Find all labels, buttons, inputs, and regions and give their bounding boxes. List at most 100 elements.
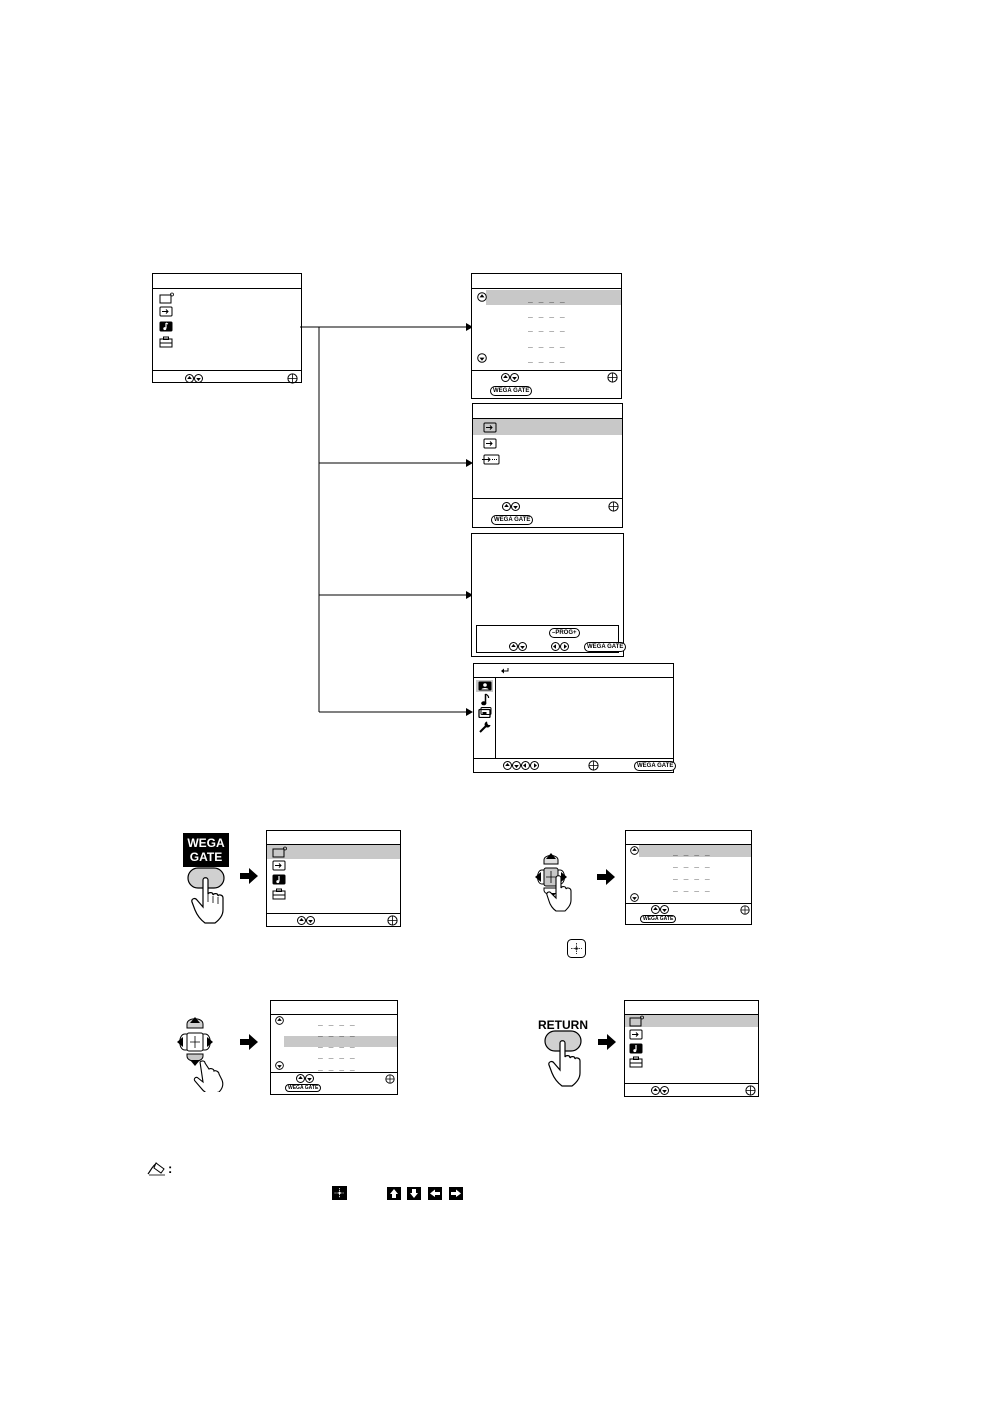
up-down-icon <box>185 374 203 383</box>
channel-value: _ _ _ _ <box>528 309 566 318</box>
channel-value: _ _ _ _ <box>673 847 711 856</box>
wrench-icon <box>479 721 491 733</box>
wega-gate-pill: WEGA GATE <box>491 515 534 525</box>
enter-icon <box>588 760 599 771</box>
input-icon <box>483 422 497 433</box>
wega-gate-pill: WEGA GATE <box>490 386 533 396</box>
left-arrow-icon <box>428 1187 442 1200</box>
wega-gate-pill: WEGA GATE <box>285 1084 322 1092</box>
note-colon: : <box>168 1161 173 1176</box>
channel-value: _ _ _ _ <box>673 859 711 868</box>
channel-value: _ _ _ _ <box>673 883 711 892</box>
tv-icon <box>159 292 174 304</box>
music-icon <box>272 874 286 885</box>
step-arrow <box>240 868 258 884</box>
music-icon <box>481 693 490 706</box>
wega-gate-pill: WEGA GATE <box>584 642 627 652</box>
external-input-screen: WEGA GATE <box>472 403 623 528</box>
step-arrow <box>598 1034 616 1050</box>
joystick-press-down[interactable] <box>167 1012 235 1092</box>
channel-value: _ _ _ _ <box>673 871 711 880</box>
wega-gate-pill: WEGA GATE <box>640 915 677 923</box>
tv-icon <box>272 846 287 858</box>
step4-menu-screen <box>624 1000 759 1097</box>
enter-icon <box>740 905 750 915</box>
guide-control-box <box>476 625 619 653</box>
gate-label: GATE <box>189 850 223 864</box>
enter-icon <box>745 1085 756 1096</box>
up-arrow-icon <box>387 1187 401 1200</box>
channel-value: _ _ _ _ <box>528 339 566 348</box>
music-icon <box>159 321 173 332</box>
up-down-icon <box>502 502 520 511</box>
input-icon <box>629 1029 643 1040</box>
down-icon <box>630 893 639 902</box>
input-icon <box>272 860 286 871</box>
channel-value: _ _ _ _ <box>318 1017 356 1026</box>
program-guide-screen: –PROG+ WEGA GATE <box>471 533 627 657</box>
return-icon <box>501 668 509 674</box>
screen-icon <box>478 707 492 718</box>
arrows-icon <box>503 761 539 770</box>
up-icon <box>630 846 639 855</box>
enter-icon <box>387 915 398 926</box>
enter-icon <box>608 501 619 512</box>
up-down-icon <box>501 373 519 382</box>
channel-value: _ _ _ _ <box>528 323 566 332</box>
enter-icon <box>287 373 298 384</box>
down-arrow-icon <box>407 1187 421 1200</box>
channel-value: _ _ _ _ <box>528 294 566 303</box>
tv-icon <box>629 1015 644 1027</box>
channel-list-screen: _ _ _ _ _ _ _ _ _ _ _ _ _ _ _ _ _ _ _ _ … <box>471 273 622 399</box>
wega-gate-pill: WEGA GATE <box>634 761 677 771</box>
up-down-icon <box>297 916 315 925</box>
note-icon <box>147 1162 165 1176</box>
channel-value: _ _ _ _ <box>673 895 711 904</box>
step1-menu-screen <box>266 830 401 927</box>
step-arrow <box>597 869 615 885</box>
down-icon <box>477 353 487 363</box>
main-menu-screen <box>152 273 302 384</box>
left-right-icon <box>551 642 569 651</box>
step-arrow <box>240 1034 258 1050</box>
input-icon <box>483 438 497 449</box>
selected-row <box>473 419 622 435</box>
up-icon <box>477 292 487 302</box>
wega-label: WEGA <box>187 836 225 850</box>
joystick-press-center[interactable] <box>522 848 584 914</box>
up-down-icon <box>651 1086 669 1095</box>
settings-menu-screen: WEGA GATE <box>473 663 677 773</box>
press-button-hand <box>187 867 225 924</box>
step2-channel-screen: _ _ _ _ _ _ _ _ _ _ _ _ _ _ _ _ _ _ _ _ … <box>625 830 752 925</box>
enter-button-icon <box>567 939 586 958</box>
up-down-icon <box>509 642 527 651</box>
toolbox-icon <box>272 888 286 900</box>
return-button-label: RETURN <box>538 1018 588 1032</box>
music-icon <box>629 1043 643 1054</box>
channel-value: _ _ _ _ <box>318 1028 356 1037</box>
selected-row <box>486 290 621 305</box>
right-arrow-icon <box>449 1187 463 1200</box>
up-down-icon <box>296 1074 314 1083</box>
up-down-icon <box>651 905 669 914</box>
wega-gate-remote-button[interactable]: WEGA GATE <box>183 833 229 867</box>
picture-icon <box>478 681 492 691</box>
toolbox-icon <box>159 336 173 348</box>
down-icon <box>275 1061 284 1070</box>
toolbox-icon <box>629 1056 643 1068</box>
channel-value: _ _ _ _ <box>318 1050 356 1059</box>
up-icon <box>275 1016 284 1025</box>
channel-value: _ _ _ _ <box>318 1062 356 1071</box>
output-icon <box>482 454 500 465</box>
enter-icon <box>385 1074 395 1084</box>
channel-value: _ _ _ _ <box>528 354 566 363</box>
channel-value: _ _ _ _ <box>318 1039 356 1048</box>
input-icon <box>159 306 173 317</box>
joystick-center-icon <box>332 1186 347 1200</box>
settings-sidebar <box>474 678 496 758</box>
connector-lines <box>300 323 473 716</box>
enter-icon <box>607 372 618 383</box>
prog-pill: –PROG+ <box>549 628 580 638</box>
step3-channel-screen: _ _ _ _ _ _ _ _ _ _ _ _ _ _ _ _ _ _ _ _ … <box>270 1000 398 1095</box>
return-remote-button[interactable] <box>541 1030 591 1092</box>
